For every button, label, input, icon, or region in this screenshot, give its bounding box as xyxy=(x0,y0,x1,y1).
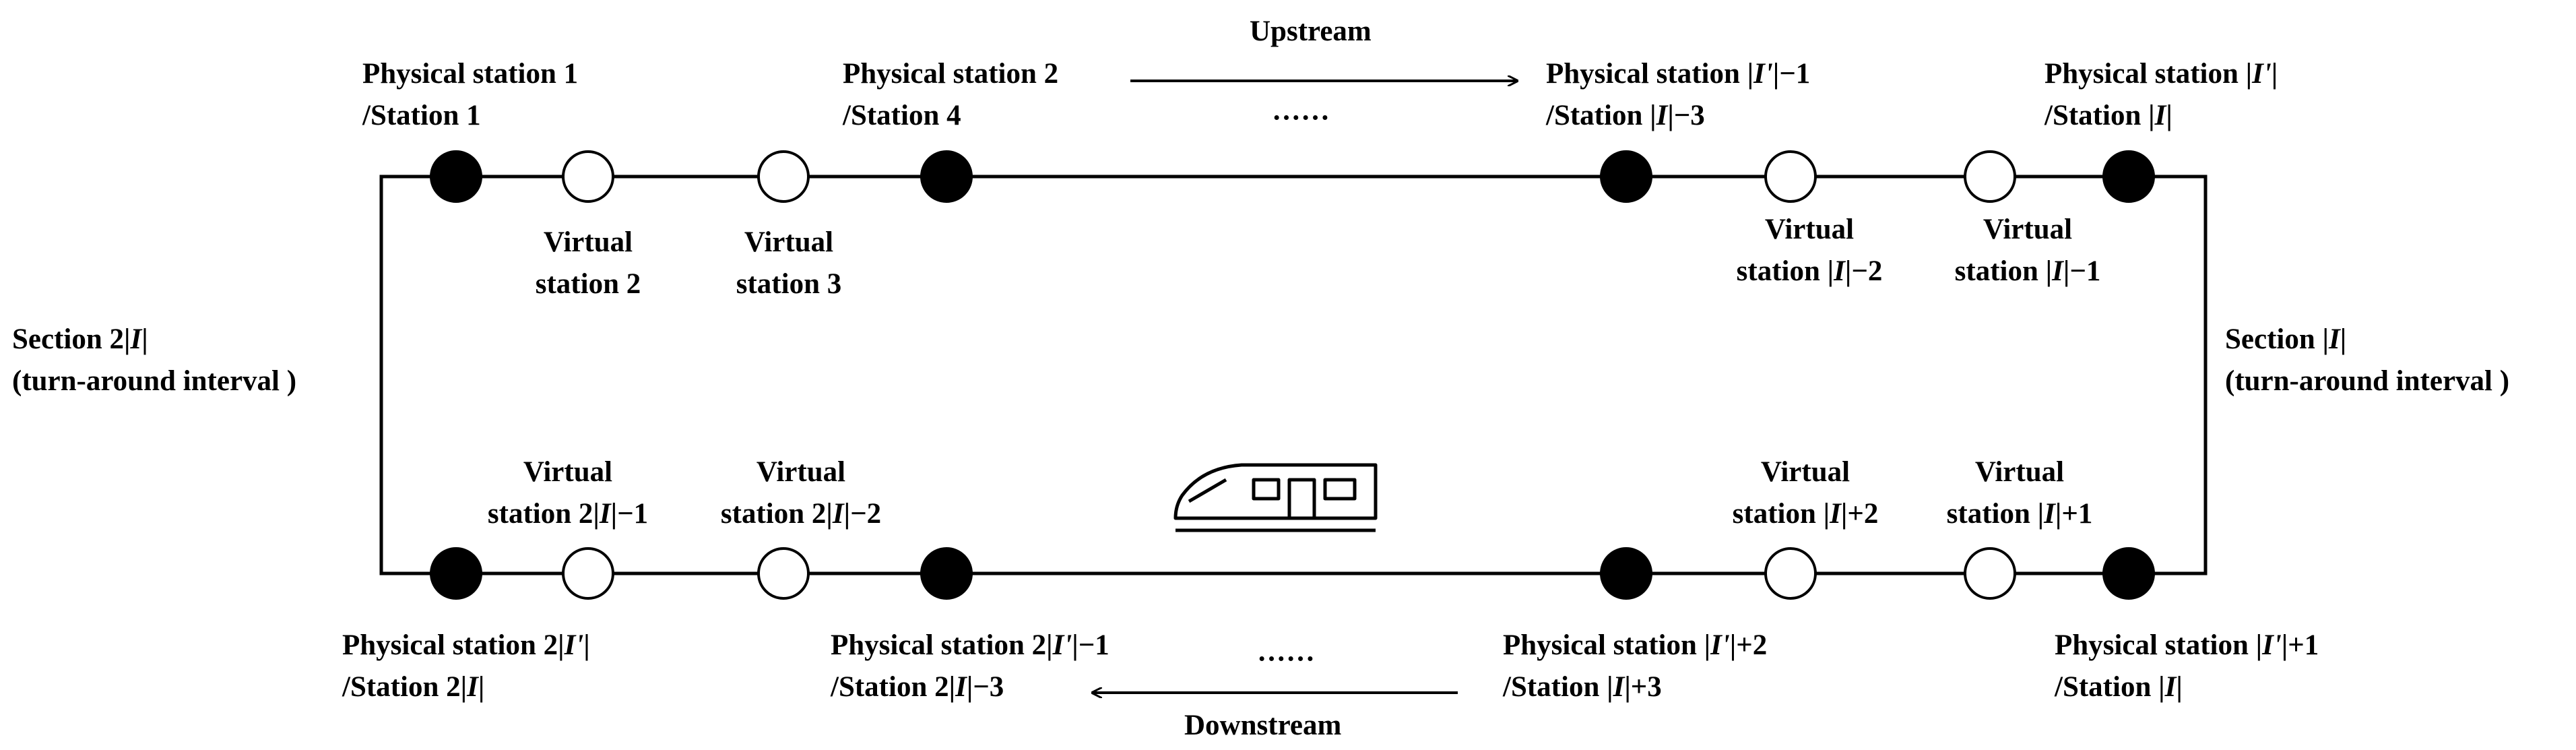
upstream-label: Upstream xyxy=(1250,15,1372,47)
physical-station-i-prime-plus-1-label: Physical station |I'|+1/Station |I| xyxy=(2055,629,2319,703)
physical-station-1-label: Physical station 1/Station 1 xyxy=(362,58,579,131)
ellipsis-top: ······ xyxy=(1272,102,1330,134)
physical-station-i-prime-label: Physical station |I'|/Station |I| xyxy=(2044,58,2278,131)
physical-station-i-prime-node xyxy=(2102,150,2155,203)
physical-station-2i-prime-node xyxy=(430,547,482,600)
virtual-station-3-node xyxy=(757,150,810,203)
physical-station-2-node xyxy=(920,150,973,203)
physical-station-i-prime-plus-2-label: Physical station |I'|+2/Station |I|+3 xyxy=(1503,629,1768,703)
physical-station-i-prime-minus-1-node xyxy=(1600,150,1652,203)
virtual-station-2i-minus-1-node xyxy=(562,547,614,600)
physical-station-i-prime-plus-1-node xyxy=(2102,547,2155,600)
physical-station-i-prime-minus-1-label: Physical station |I'|−1/Station |I|−3 xyxy=(1546,58,1811,131)
virtual-station-2-node xyxy=(562,150,614,203)
virtual-station-2i-minus-2-node xyxy=(757,547,810,600)
virtual-station-i-plus-2-node xyxy=(1764,547,1817,600)
train-icon xyxy=(1173,463,1378,532)
physical-station-2i-prime-label: Physical station 2|I'|/Station 2|I| xyxy=(342,629,590,703)
virtual-station-i-plus-1-node xyxy=(1964,547,2016,600)
physical-station-2i-prime-minus-1-node xyxy=(920,547,973,600)
virtual-station-i-minus-2-node xyxy=(1764,150,1817,203)
ellipsis-bottom: ······ xyxy=(1257,644,1316,675)
section-i-label: Section |I|(turn-around interval ) xyxy=(2225,323,2510,397)
physical-station-2i-prime-minus-1-label: Physical station 2|I'|−1/Station 2|I|−3 xyxy=(831,629,1109,703)
physical-station-2-label: Physical station 2/Station 4 xyxy=(843,58,1059,131)
physical-station-i-prime-plus-2-node xyxy=(1600,547,1652,600)
virtual-station-i-minus-1-node xyxy=(1964,150,2016,203)
downstream-label: Downstream xyxy=(1184,710,1342,741)
section-2i-label: Section 2|I|(turn-around interval ) xyxy=(12,323,297,397)
track-loop xyxy=(379,175,2208,575)
physical-station-1-node xyxy=(430,150,482,203)
